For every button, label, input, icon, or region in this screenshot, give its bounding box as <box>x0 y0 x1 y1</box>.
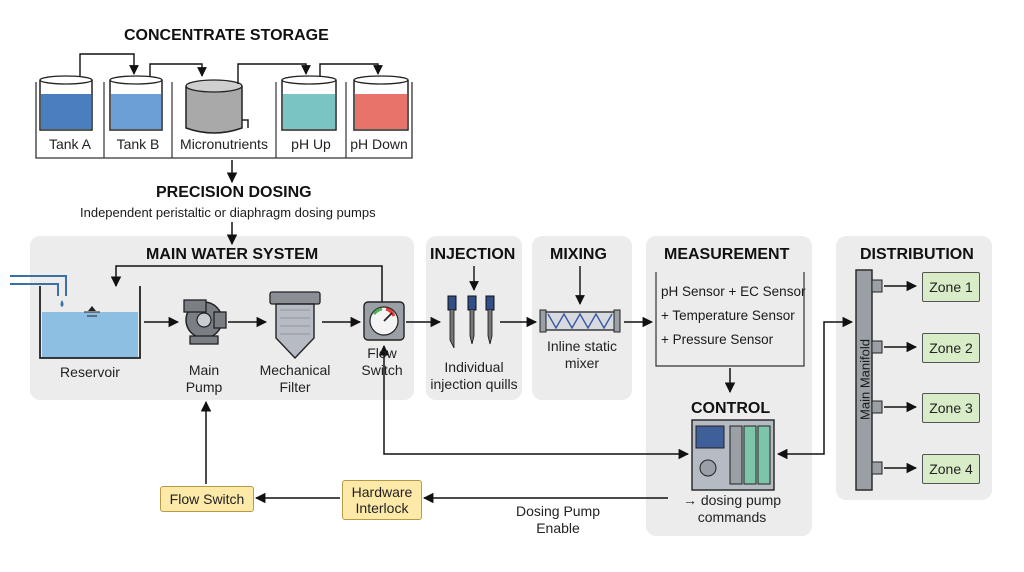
flow-switch-box: Flow Switch <box>160 486 254 512</box>
dosing-pump-enable-label: Dosing Pump Enable <box>498 503 618 537</box>
precision-dosing-title: PRECISION DOSING <box>156 184 312 201</box>
injection-label-line-2: injection quills <box>430 376 518 392</box>
zone-1-box: Zone 1 <box>922 272 980 302</box>
main-water-system-title: MAIN WATER SYSTEM <box>146 246 319 263</box>
flow-switch-label-line-1: Flow <box>367 345 397 361</box>
injection-label-line-1: Individual <box>444 359 504 375</box>
main-pump-label-line-1: Main <box>188 362 220 378</box>
ph-down-tank-icon <box>353 75 409 131</box>
mechanical-filter-label: Mechanical Filter <box>250 362 340 396</box>
mixing-title: MIXING <box>550 246 607 263</box>
zone-4-box: Zone 4 <box>922 454 980 484</box>
micronutrients-tank-icon <box>185 79 249 134</box>
mixing-label-line-2: mixer <box>564 355 600 371</box>
main-pump-label-line-2: Pump <box>185 379 223 395</box>
tank-b-icon <box>109 75 163 131</box>
micronutrients-label: Micronutrients <box>180 136 268 152</box>
measurement-title: MEASUREMENT <box>664 246 790 263</box>
control-commands-line-1: → dosing pump <box>682 492 782 508</box>
main-pump-icon <box>183 299 227 345</box>
main-pump-label: Main Pump <box>174 362 234 396</box>
flow-switch-label-line-2: Switch <box>361 362 403 378</box>
ph-up-label: pH Up <box>291 136 331 152</box>
control-title: CONTROL <box>691 400 771 417</box>
injection-label: Individual injection quills <box>426 359 522 393</box>
dosing-pump-enable-line-2: Enable <box>536 520 580 536</box>
injection-quills-icon <box>447 295 495 349</box>
flow-switch-gauge-icon <box>363 301 405 341</box>
plc-controller-icon <box>691 419 775 491</box>
zone-2-box: Zone 2 <box>922 333 980 363</box>
reservoir-icon <box>10 275 141 359</box>
hardware-interlock-box: Hardware Interlock <box>342 480 422 520</box>
mechanical-filter-label-line-2: Filter <box>279 379 311 395</box>
static-mixer-icon <box>539 309 621 333</box>
mixing-label-line-1: Inline static <box>546 338 618 354</box>
main-manifold-label: Main Manifold <box>857 339 873 420</box>
distribution-title: DISTRIBUTION <box>860 246 974 263</box>
concentrate-storage-title: CONCENTRATE STORAGE <box>124 27 329 44</box>
dosing-pump-enable-line-1: Dosing Pump <box>515 503 601 519</box>
measurement-line-3: + Pressure Sensor <box>661 332 774 347</box>
ph-down-label: pH Down <box>350 136 408 152</box>
injection-title: INJECTION <box>430 246 516 263</box>
measurement-line-1: pH Sensor + EC Sensor <box>661 284 806 299</box>
main-manifold-icon <box>855 269 883 491</box>
tank-a-label: Tank A <box>48 136 92 152</box>
reservoir-label: Reservoir <box>60 364 120 380</box>
mechanical-filter-label-line-1: Mechanical <box>259 362 331 378</box>
flow-switch-label: Flow Switch <box>352 345 412 379</box>
control-commands-label: → dosing pump commands <box>662 492 802 526</box>
hardware-interlock-line-1: Hardware <box>351 484 413 500</box>
zone-3-box: Zone 3 <box>922 393 980 423</box>
mixing-label: Inline static mixer <box>532 338 632 372</box>
tank-a-icon <box>39 75 93 131</box>
tank-b-label: Tank B <box>116 136 160 152</box>
mechanical-filter-icon <box>269 291 321 360</box>
measurement-sensors: pH Sensor + EC Sensor + Temperature Sens… <box>661 280 805 352</box>
hardware-interlock-line-2: Interlock <box>355 500 409 516</box>
precision-dosing-subtitle: Independent peristaltic or diaphragm dos… <box>80 205 376 220</box>
measurement-line-2: + Temperature Sensor <box>661 308 795 323</box>
ph-up-tank-icon <box>281 75 337 131</box>
control-commands-line-2: commands <box>697 509 767 525</box>
